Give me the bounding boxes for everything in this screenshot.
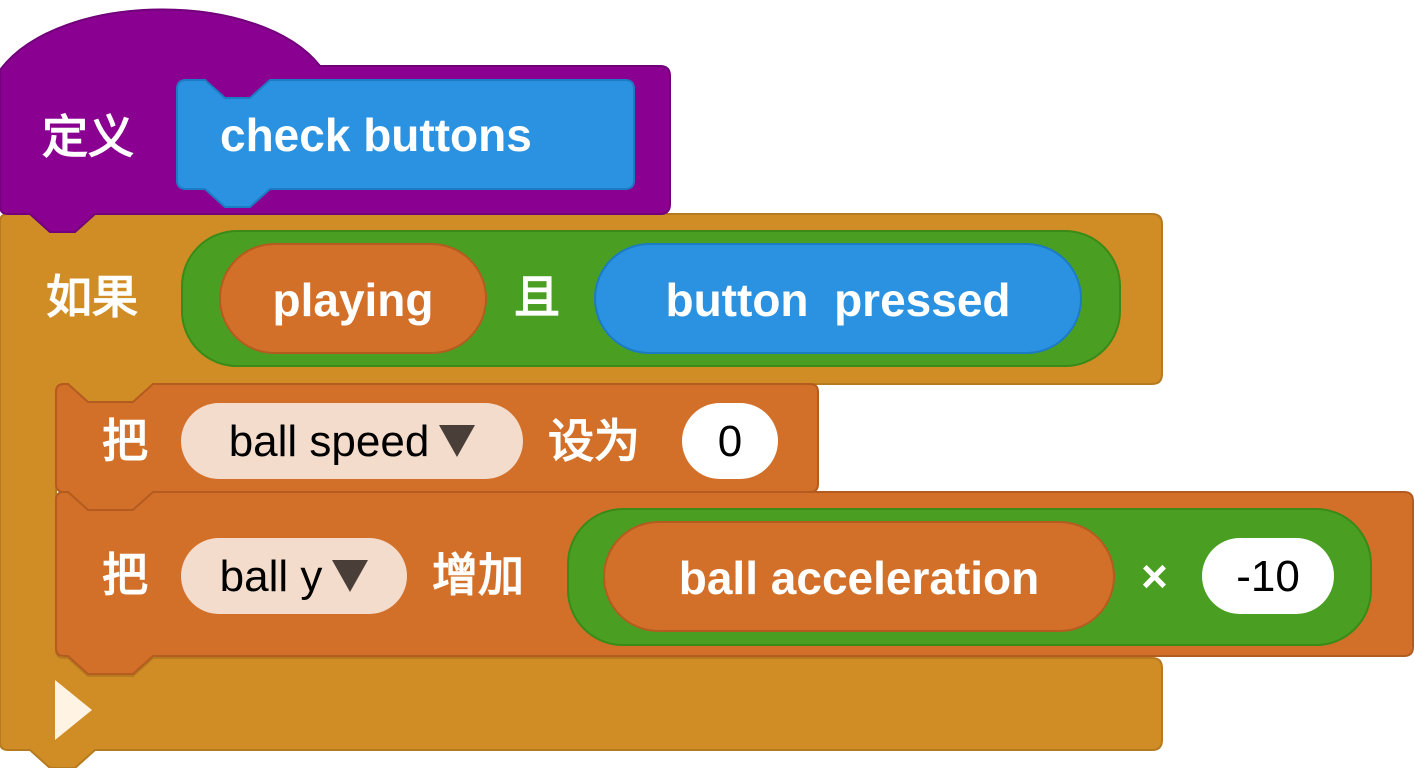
set-variable-dropdown[interactable]: ball speed: [181, 403, 523, 479]
and-operator-label: 且: [514, 271, 560, 323]
change-variable-dropdown[interactable]: ball y: [181, 538, 407, 614]
end-arrow-icon: [55, 680, 92, 740]
procedure-name: check buttons: [220, 109, 532, 161]
button-pressed-reporter[interactable]: button pressed: [594, 243, 1082, 354]
change-keyword: 把: [102, 549, 148, 601]
ball-acceleration-reporter[interactable]: ball acceleration: [603, 521, 1115, 632]
set-value: 0: [717, 417, 743, 466]
dropdown-caret-icon: [439, 425, 476, 458]
if-keyword: 如果: [46, 271, 138, 323]
multiply-operator-label: ×: [1141, 550, 1168, 602]
set-variable-name: ball speed: [228, 417, 430, 466]
multiplier-value: -10: [1236, 552, 1300, 601]
dropdown-caret-icon: [332, 560, 369, 593]
set-value-input[interactable]: 0: [682, 403, 778, 479]
define-keyword: 定义: [42, 111, 134, 163]
set-keyword: 把: [102, 415, 148, 467]
playing-label: playing: [272, 274, 434, 326]
set-action-label: 设为: [548, 415, 640, 467]
playing-variable-reporter[interactable]: playing: [219, 243, 487, 354]
multiplier-value-input[interactable]: -10: [1202, 538, 1334, 614]
change-action-label: 增加: [432, 549, 524, 601]
button-pressed-label: button pressed: [665, 274, 1011, 326]
ball-acceleration-label: ball acceleration: [678, 552, 1040, 604]
procedure-prototype-shape[interactable]: [176, 79, 635, 208]
change-variable-name: ball y: [219, 552, 323, 601]
